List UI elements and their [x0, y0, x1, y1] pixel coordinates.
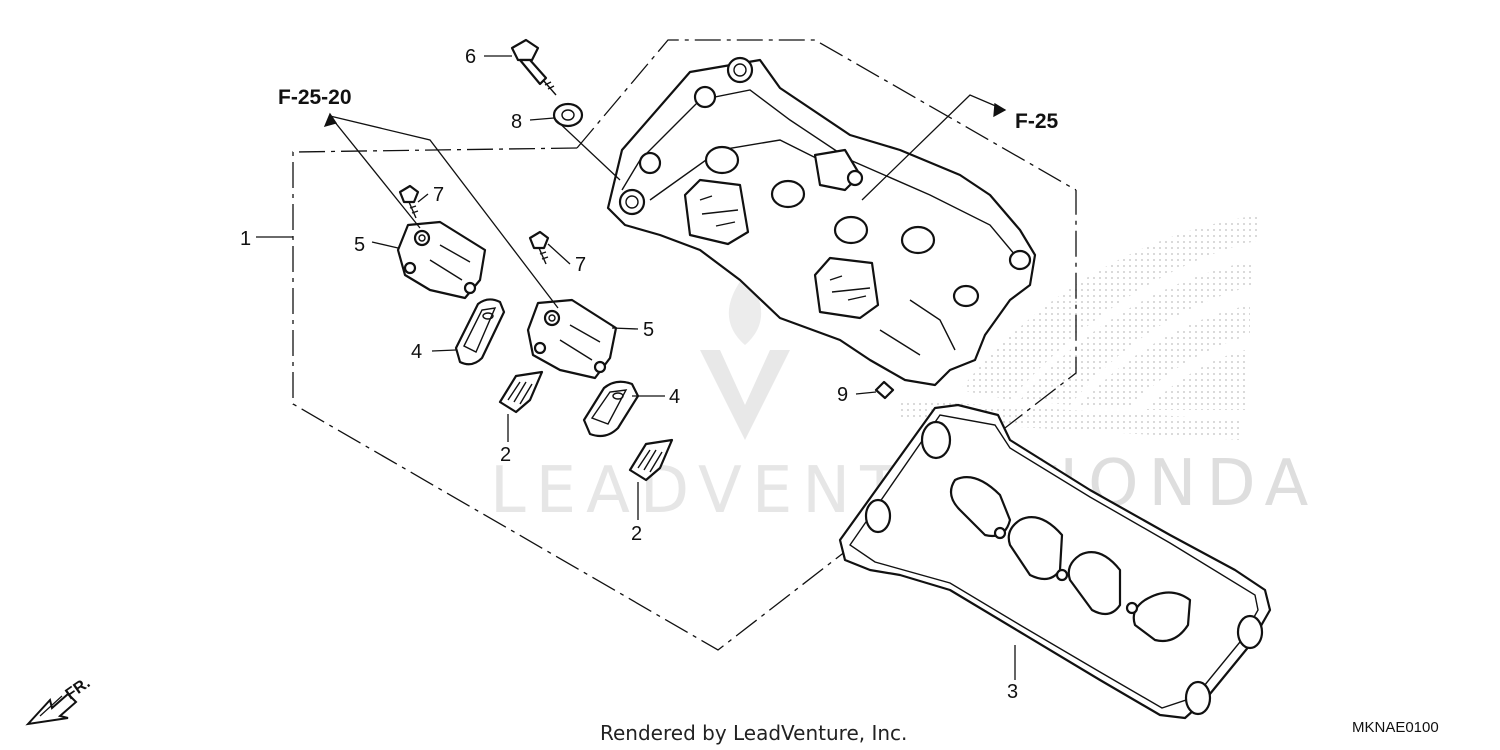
front-arrow-icon [25, 692, 78, 726]
gasket-4b [582, 380, 640, 438]
callout-2b: 2 [631, 523, 642, 545]
reference-f-25: F-25 [1015, 110, 1059, 133]
seal-2a [498, 370, 544, 414]
washer-8 [552, 102, 584, 128]
callout-2a: 2 [500, 444, 511, 466]
bolt-6 [510, 38, 557, 96]
gasket-4a [454, 298, 506, 366]
head-cover-gasket [838, 403, 1272, 720]
callout-9: 9 [837, 384, 848, 406]
reference-f-25-20: F-25-20 [278, 86, 352, 109]
callout-7a: 7 [433, 184, 444, 206]
seal-2b [628, 438, 674, 482]
callout-3: 3 [1007, 681, 1018, 703]
cylinder-head-cover [606, 56, 1037, 387]
diagram-code: MKNAE0100 [1352, 719, 1439, 736]
callout-1: 1 [240, 228, 251, 250]
callout-4a: 4 [411, 341, 422, 363]
render-credit: Rendered by LeadVenture, Inc. [600, 721, 907, 745]
bolt-7b [528, 230, 550, 265]
callout-5b: 5 [643, 319, 654, 341]
callout-5a: 5 [354, 234, 365, 256]
bolt-7a [398, 184, 420, 219]
dowel-pin-9 [874, 380, 895, 400]
callout-8: 8 [511, 111, 522, 133]
callout-4b: 4 [669, 386, 680, 408]
callout-6: 6 [465, 46, 476, 68]
assembly-frame-1 [292, 147, 1077, 651]
honda-wing-watermark [900, 215, 1260, 440]
callout-7b: 7 [575, 254, 586, 276]
cover-5b [526, 298, 618, 380]
cover-frame [576, 39, 1077, 191]
cover-5a [396, 220, 487, 300]
